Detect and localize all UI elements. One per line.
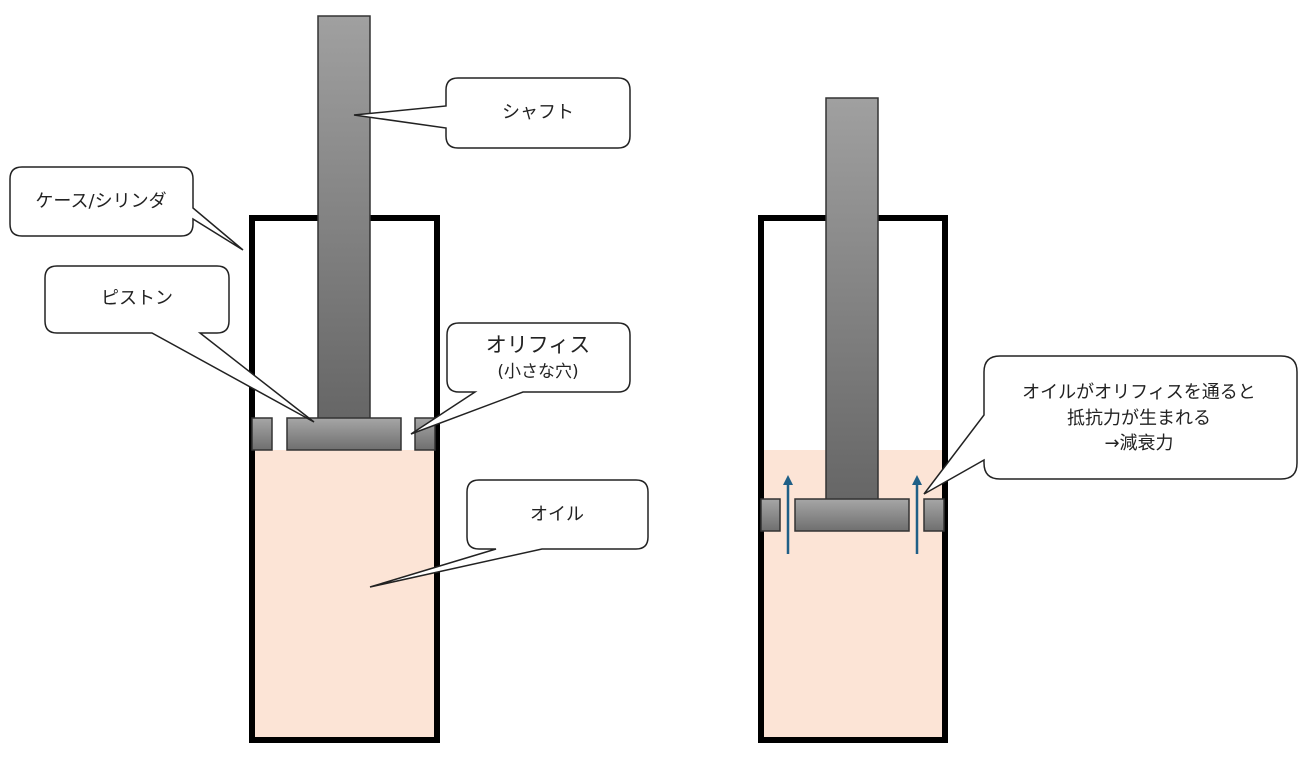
label-orifice: オリフィス — [486, 333, 591, 357]
label-case-cylinder: ケース/シリンダ — [35, 191, 166, 212]
case-cylinder-right — [758, 215, 948, 743]
shaft-right — [825, 97, 879, 502]
callout-piston: ピストン — [44, 265, 315, 423]
label-oil: オイル — [530, 504, 584, 525]
piston-left-segment — [251, 417, 273, 451]
note-line-3: →減衰力 — [1104, 433, 1173, 454]
piston-right-right-segment — [923, 498, 945, 532]
label-piston: ピストン — [101, 288, 173, 309]
label-orifice-sub: (小さな穴) — [497, 362, 578, 382]
callout-case-cylinder: ケース/シリンダ — [9, 166, 244, 251]
piston-right-left-segment — [760, 498, 781, 532]
case-cylinder — [249, 215, 440, 743]
piston-right — [794, 498, 910, 532]
callout-oil: オイル — [369, 479, 649, 588]
shaft — [317, 15, 371, 421]
callout-shaft: シャフト — [353, 77, 631, 149]
note-line-2: 抵抗力が生まれる — [1067, 408, 1211, 429]
callout-damping-note: オイルがオリフィスを通ると 抵抗力が生まれる →減衰力 — [923, 355, 1298, 495]
note-line-1: オイルがオリフィスを通ると — [1022, 382, 1256, 403]
piston — [286, 417, 402, 451]
oil-fill — [252, 450, 437, 738]
right-shock-absorber — [758, 97, 948, 743]
callout-orifice: オリフィス (小さな穴) — [410, 322, 631, 435]
label-shaft: シャフト — [502, 102, 574, 123]
left-shock-absorber — [249, 15, 440, 743]
